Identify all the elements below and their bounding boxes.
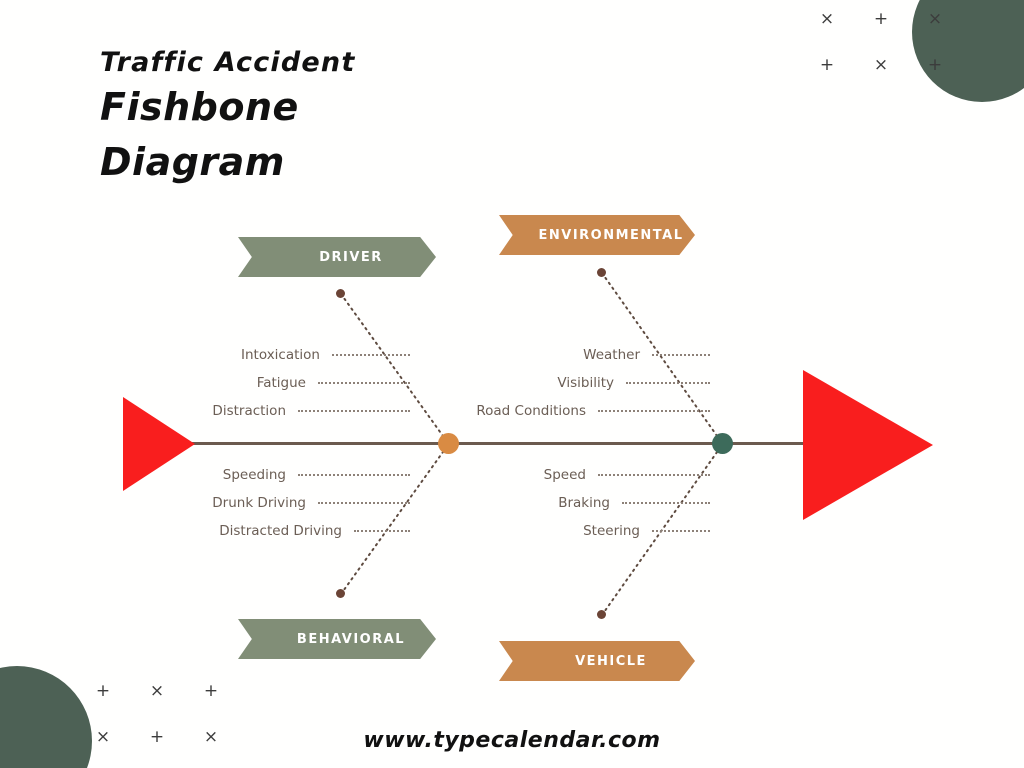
cause-label: Fatigue bbox=[256, 375, 306, 391]
cause-row: Road Conditions bbox=[420, 397, 710, 425]
cause-group-driver: Intoxication Fatigue Distraction bbox=[150, 341, 410, 425]
cause-group-behavioral: Speeding Drunk Driving Distracted Drivin… bbox=[150, 461, 410, 545]
cause-leader-line bbox=[598, 409, 710, 413]
cause-leader-line bbox=[318, 501, 410, 505]
cause-label: Road Conditions bbox=[476, 403, 586, 419]
cause-group-vehicle: Speed Braking Steering bbox=[420, 461, 710, 545]
cause-leader-line bbox=[598, 473, 710, 477]
cause-row: Visibility bbox=[420, 369, 710, 397]
bone-tip-behavioral bbox=[336, 589, 345, 598]
category-label-vehicle: VEHICLE bbox=[575, 653, 647, 669]
cause-row: Steering bbox=[420, 517, 710, 545]
cause-row: Drunk Driving bbox=[150, 489, 410, 517]
fish-head-triangle bbox=[803, 370, 933, 520]
cause-group-environmental: Weather Visibility Road Conditions bbox=[420, 341, 710, 425]
cause-leader-line bbox=[298, 473, 410, 477]
cause-leader-line bbox=[354, 529, 410, 533]
cause-leader-line bbox=[318, 381, 410, 385]
cause-row: Distraction bbox=[150, 397, 410, 425]
cause-row: Speeding bbox=[150, 461, 410, 489]
category-label-driver: DRIVER bbox=[319, 249, 383, 265]
spine-junction-left bbox=[438, 433, 459, 454]
deco-mark: + bbox=[927, 55, 943, 75]
cause-label: Weather bbox=[583, 347, 640, 363]
footer-website-url: www.typecalendar.com bbox=[363, 728, 661, 753]
category-label-environmental: ENVIRONMENTAL bbox=[538, 227, 684, 243]
cause-label: Speed bbox=[543, 467, 586, 483]
cause-leader-line bbox=[626, 381, 710, 385]
title-main-first: Fishbone bbox=[100, 85, 299, 129]
cause-label: Speeding bbox=[222, 467, 286, 483]
cause-leader-line bbox=[332, 353, 410, 357]
cause-row: Fatigue bbox=[150, 369, 410, 397]
cause-leader-line bbox=[622, 501, 710, 505]
deco-mark: × bbox=[95, 727, 111, 747]
cause-row: Speed bbox=[420, 461, 710, 489]
cause-row: Distracted Driving bbox=[150, 517, 410, 545]
category-banner-environmental[interactable]: ENVIRONMENTAL bbox=[499, 215, 695, 255]
deco-mark: + bbox=[203, 681, 219, 701]
deco-mark: + bbox=[819, 55, 835, 75]
bone-tip-vehicle bbox=[597, 610, 606, 619]
title-subject: Traffic Accident bbox=[100, 47, 356, 78]
deco-mark: × bbox=[203, 727, 219, 747]
deco-mark: × bbox=[819, 9, 835, 29]
page-title: Traffic Accident Fishbone Diagram bbox=[100, 46, 355, 190]
bone-tip-driver bbox=[336, 289, 345, 298]
deco-mark: + bbox=[873, 9, 889, 29]
cause-label: Visibility bbox=[557, 375, 614, 391]
decorative-marks-top-right: × + × + × + bbox=[800, 0, 962, 88]
cause-leader-line bbox=[652, 353, 710, 357]
cause-row: Intoxication bbox=[150, 341, 410, 369]
cause-label: Braking bbox=[558, 495, 610, 511]
bone-tip-environmental bbox=[597, 268, 606, 277]
cause-row: Weather bbox=[420, 341, 710, 369]
fish-tail-triangle bbox=[123, 397, 195, 491]
category-label-behavioral: BEHAVIORAL bbox=[296, 631, 406, 647]
title-main-second: Diagram bbox=[100, 140, 285, 184]
category-banner-driver[interactable]: DRIVER bbox=[238, 237, 436, 277]
deco-mark: × bbox=[149, 681, 165, 701]
category-banner-vehicle[interactable]: VEHICLE bbox=[499, 641, 695, 681]
deco-mark: × bbox=[873, 55, 889, 75]
deco-mark: + bbox=[95, 681, 111, 701]
deco-mark: × bbox=[927, 9, 943, 29]
cause-label: Steering bbox=[583, 523, 640, 539]
spine-junction-right bbox=[712, 433, 733, 454]
cause-label: Distracted Driving bbox=[219, 523, 342, 539]
cause-leader-line bbox=[652, 529, 710, 533]
cause-label: Intoxication bbox=[241, 347, 320, 363]
cause-label: Distraction bbox=[212, 403, 286, 419]
fishbone-spine bbox=[165, 442, 845, 445]
cause-leader-line bbox=[298, 409, 410, 413]
deco-mark: + bbox=[149, 727, 165, 747]
cause-row: Braking bbox=[420, 489, 710, 517]
category-banner-behavioral[interactable]: BEHAVIORAL bbox=[238, 619, 436, 659]
cause-label: Drunk Driving bbox=[212, 495, 306, 511]
decorative-marks-bottom-left: + × + × + × bbox=[76, 668, 238, 760]
